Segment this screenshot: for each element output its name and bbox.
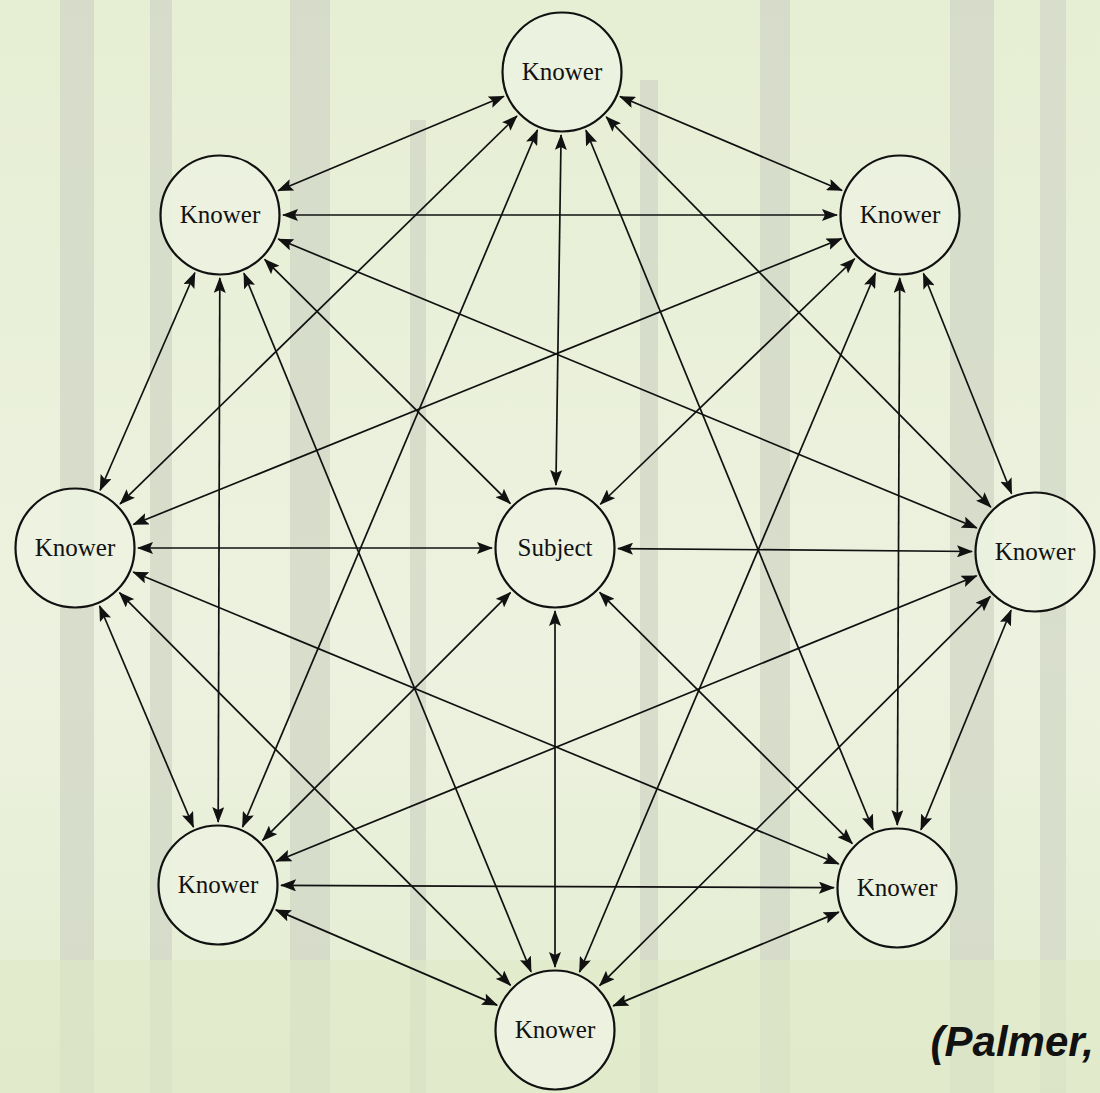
circle-shape: [16, 489, 135, 608]
double-arrow: [921, 610, 1011, 829]
double-arrow: [580, 273, 876, 972]
circle-node: Knower: [974, 491, 1096, 613]
circle-shape: [503, 13, 622, 132]
circle-node: Subject: [494, 487, 616, 609]
double-arrow: [100, 606, 194, 827]
tree-trunk: [640, 80, 658, 1093]
double-arrow: [283, 214, 837, 216]
double-arrow: [263, 593, 511, 841]
node-label: Subject: [518, 534, 593, 563]
node-text-group: Knower: [178, 871, 259, 900]
double-arrow: [265, 259, 511, 503]
double-arrow: [923, 273, 1011, 493]
circle-node: Knower: [494, 969, 616, 1091]
node-label: Knower: [35, 534, 116, 563]
double-arrow: [554, 611, 556, 967]
node-label: Knower: [180, 201, 261, 230]
circle-node: Knower: [14, 487, 136, 609]
double-arrow: [218, 278, 220, 822]
double-arrow: [600, 592, 853, 843]
circle-shape: [159, 826, 278, 945]
circle-shape: [841, 156, 960, 275]
tree-trunks: [60, 0, 1066, 1093]
double-arrow: [618, 549, 972, 552]
node-text-group: Knower: [857, 874, 938, 903]
citation-label: (Palmer,: [931, 1018, 1094, 1066]
double-arrow: [556, 135, 561, 485]
circle-node: Knower: [839, 154, 961, 276]
double-arrow: [244, 273, 531, 971]
double-arrow: [620, 97, 842, 191]
double-arrow: [133, 572, 839, 864]
circle-shape: [976, 493, 1095, 612]
tree-trunk: [290, 0, 330, 1093]
node-text-group: Subject: [518, 534, 593, 563]
double-arrow: [276, 910, 497, 1005]
circle-node: Knower: [159, 154, 281, 276]
tree-trunk: [760, 0, 790, 1093]
double-arrow: [138, 547, 492, 549]
node-label: Knower: [857, 874, 938, 903]
circle-shape: [496, 489, 615, 608]
circle-shape: [838, 829, 957, 948]
double-arrow: [600, 259, 854, 504]
double-arrow: [278, 96, 504, 190]
double-arrow: [133, 239, 841, 525]
node-text-group: Knower: [35, 534, 116, 563]
circle-node: Knower: [501, 11, 623, 133]
grass-ground: [0, 960, 1100, 1093]
double-arrow: [276, 576, 976, 861]
double-arrow: [281, 885, 834, 887]
node-label: Knower: [995, 538, 1076, 567]
node-text-group: Knower: [515, 1016, 596, 1045]
circle-shape: [496, 971, 615, 1090]
double-arrow: [613, 912, 839, 1006]
node-text-group: Knower: [860, 201, 941, 230]
double-arrow: [243, 130, 538, 827]
node-label: Knower: [515, 1016, 596, 1045]
double-arrow: [586, 130, 873, 829]
node-text-group: Knower: [522, 58, 603, 87]
tree-trunk: [410, 120, 426, 1093]
double-arrow: [120, 116, 517, 504]
double-arrow: [600, 596, 991, 985]
node-text-group: Knower: [180, 201, 261, 230]
node-label: Knower: [522, 58, 603, 87]
circle-shape: [161, 156, 280, 275]
node-label: Knower: [178, 871, 259, 900]
circle-node: Knower: [157, 824, 279, 946]
circle-node: Knower: [836, 827, 958, 949]
node-label: Knower: [860, 201, 941, 230]
double-arrow: [100, 273, 195, 490]
node-text-group: Knower: [995, 538, 1076, 567]
tree-trunk: [150, 0, 172, 1093]
